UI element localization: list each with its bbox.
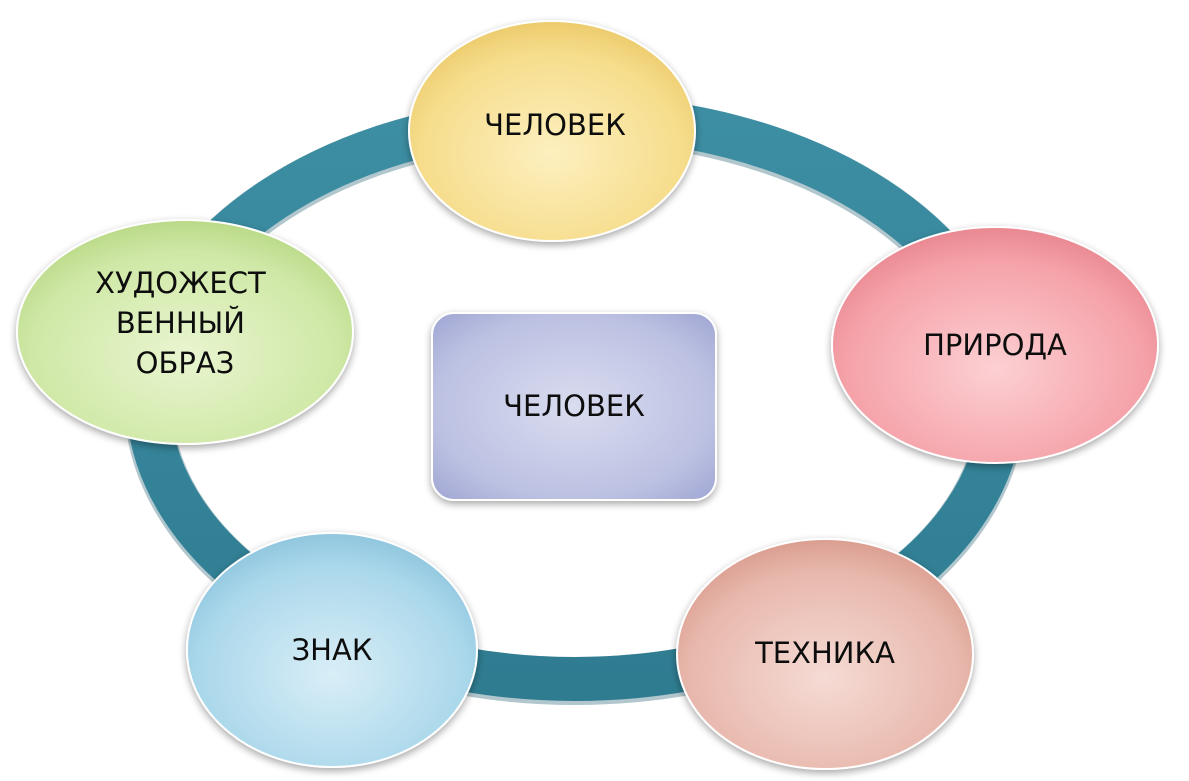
node-bottom-left-line: ЗНАК — [292, 633, 373, 667]
node-left-label: ХУДОЖЕСТ ВЕННЫЙ ОБРАЗ — [95, 266, 275, 380]
node-top-line: ЧЕЛОВЕК — [484, 108, 626, 142]
node-left-line-2: ВЕННЫЙ — [116, 306, 245, 340]
node-bottom-left: ЗНАК — [186, 532, 478, 768]
center-box-shape — [431, 312, 717, 501]
node-left-line-1: ХУДОЖЕСТ — [95, 266, 266, 300]
node-bottom-right-label: ТЕХНИКА — [754, 636, 895, 670]
center-box-label: ЧЕЛОВЕК — [503, 389, 645, 423]
node-bottom-right: ТЕХНИКА — [676, 538, 974, 770]
node-bottom-left-label: ЗНАК — [292, 633, 373, 667]
node-right: ПРИРОДА — [831, 226, 1159, 464]
center-box: ЧЕЛОВЕК — [431, 312, 717, 501]
node-right-label: ПРИРОДА — [923, 328, 1067, 362]
node-left-line-3: ОБРАЗ — [136, 346, 235, 380]
node-left: ХУДОЖЕСТ ВЕННЫЙ ОБРАЗ — [16, 219, 354, 445]
node-right-line: ПРИРОДА — [923, 328, 1067, 362]
node-top-shape — [408, 20, 696, 242]
node-right-shape — [831, 226, 1159, 464]
node-bottom-right-shape — [676, 538, 974, 770]
node-bottom-left-shape — [186, 532, 478, 768]
node-left-shape — [16, 219, 354, 445]
node-bottom-right-line: ТЕХНИКА — [754, 636, 895, 670]
node-top: ЧЕЛОВЕК — [408, 20, 696, 242]
node-top-label: ЧЕЛОВЕК — [484, 108, 626, 142]
